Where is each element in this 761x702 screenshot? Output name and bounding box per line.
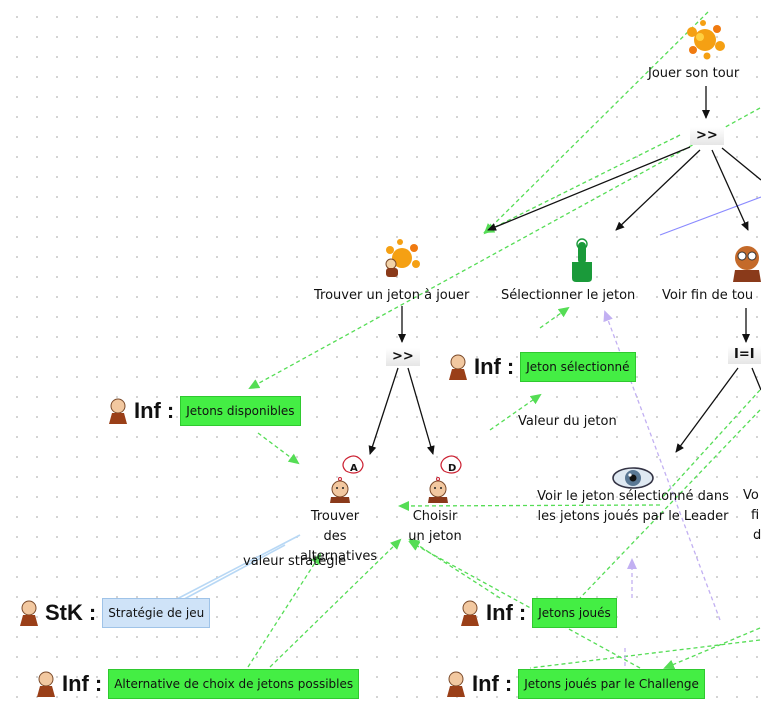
info-kind: Inf [134, 398, 161, 423]
info-strategie-de-jeu[interactable]: StK : Stratégie de jeu [17, 598, 211, 628]
info-jetons-disponibles[interactable]: Inf : Jetons disponibles [106, 396, 301, 426]
splat-icon [687, 20, 725, 60]
task-partial-label: fi [751, 508, 760, 523]
monk-user-icon [109, 398, 127, 424]
task-trouver-un-jeton[interactable]: Trouver un jeton à jouer [314, 288, 470, 303]
info-separator: : [166, 398, 175, 423]
task-partial-label: Vo [743, 488, 759, 503]
flow-edge [489, 393, 542, 431]
thinking-user-icon [428, 455, 462, 503]
info-kind: StK [45, 600, 83, 625]
flow-edge [248, 107, 761, 389]
info-separator: : [88, 600, 97, 625]
monk-user-icon [449, 354, 467, 380]
info-label: Alternative de choix de jetons possibles [108, 669, 360, 699]
flow-edge [579, 409, 761, 599]
hierarchy-edge [487, 146, 691, 231]
flow-edge [663, 627, 761, 670]
hierarchy-edge [711, 149, 749, 231]
hierarchy-edge [615, 149, 701, 231]
hierarchy-edge [675, 367, 739, 453]
hierarchy-edge [368, 367, 399, 455]
eye-icon [612, 467, 654, 489]
flow-edge [247, 553, 322, 668]
info-kind: Inf [486, 600, 513, 625]
flow-edge [529, 639, 761, 669]
info-separator: : [506, 354, 515, 379]
info-separator: : [94, 671, 103, 696]
info-label: Jetons joués par le Challenge [518, 669, 705, 699]
flow-edge [483, 11, 709, 235]
task-selectionner-jeton[interactable]: Sélectionner le jeton [501, 288, 636, 303]
monk-user-icon [37, 671, 55, 697]
info-label: Stratégie de jeu [102, 598, 211, 628]
monk-user-icon [20, 600, 38, 626]
flow-edge [174, 544, 286, 605]
flow-edge [539, 306, 570, 329]
flow-edge [269, 538, 402, 668]
info-separator: : [518, 600, 527, 625]
info-label: Jeton sélectionné [520, 352, 636, 382]
hierarchy-edge [407, 367, 435, 455]
info-kind: Inf [472, 671, 499, 696]
operator-sequence[interactable]: >> [386, 348, 420, 366]
flow-edge [408, 538, 501, 599]
info-kind: Inf [62, 671, 89, 696]
hierarchy-edge [721, 147, 761, 181]
analysis-badge: A [350, 463, 358, 474]
monk-user-icon [461, 600, 479, 626]
hierarchy-edges [368, 86, 761, 455]
task-partial-label: d [753, 528, 761, 543]
task-trouver-alternatives[interactable]: Trouver des alternatives [300, 509, 378, 564]
task-choisir-jeton[interactable]: Choisir un jeton [408, 509, 462, 544]
thinking-user-icon [330, 455, 364, 503]
info-jeton-selectionne[interactable]: Inf : Jeton sélectionné [446, 352, 636, 382]
splat-icon [385, 239, 420, 277]
info-label: Jetons disponibles [180, 396, 301, 426]
task-voir-fin-tour[interactable]: Voir fin de tou [662, 288, 754, 303]
info-separator: : [504, 671, 513, 696]
edge-label-valeur-jeton: Valeur du jeton [518, 414, 617, 429]
hierarchy-edge [751, 367, 761, 391]
info-kind: Inf [474, 354, 501, 379]
operator-sequence[interactable]: >> [690, 127, 724, 145]
finger-tap-icon [572, 238, 592, 282]
info-label: Jetons joués [532, 598, 617, 628]
strategy-flows [174, 534, 301, 605]
info-flows [247, 11, 761, 670]
info-jetons-joues[interactable]: Inf : Jetons joués [458, 598, 617, 628]
task-jouer-son-tour[interactable]: Jouer son tour [648, 66, 740, 81]
user-icon [733, 246, 761, 282]
edge-label-valeur-strategie: valeur stratégie [243, 554, 347, 569]
info-jetons-joues-challenger[interactable]: Inf : Jetons joués par le Challenge [444, 669, 705, 699]
flow-edge [174, 534, 301, 601]
flow-edge [408, 541, 641, 669]
task-voir-jeton-selectionne[interactable]: Voir le jeton sélectionné dans les jeton… [537, 489, 729, 524]
operator-interleave[interactable]: I=I [728, 346, 761, 364]
monk-user-icon [447, 671, 465, 697]
flow-edge [398, 500, 661, 511]
flow-edge [659, 196, 761, 236]
flow-edge [483, 134, 681, 233]
flow-edge [659, 389, 761, 501]
info-alternative-choix[interactable]: Inf : Alternative de choix de jetons pos… [34, 669, 360, 699]
flow-edge [257, 432, 300, 465]
decision-badge: D [448, 463, 457, 474]
